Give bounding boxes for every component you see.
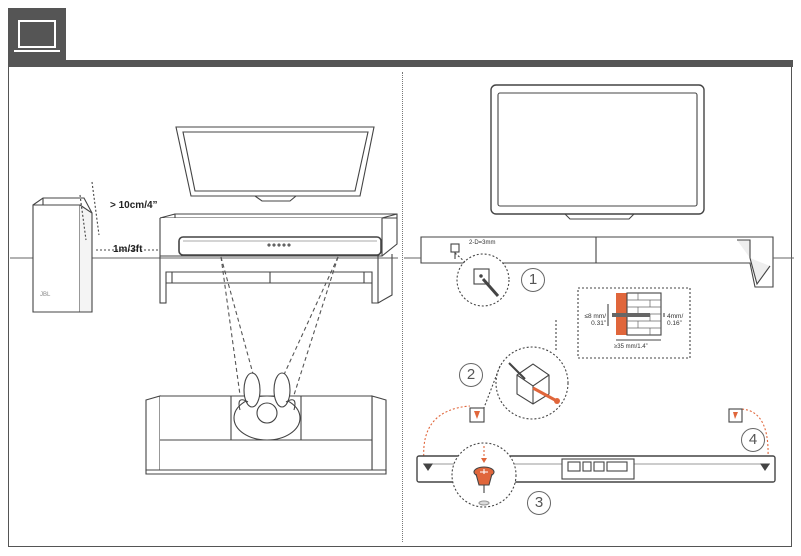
listening-lines [220,256,339,396]
diagram-frame [8,66,792,547]
listener [233,372,301,441]
callout-drill-mark [454,252,510,307]
wall-depth-line1: ≤8 mm/ [584,313,606,320]
wall-mount-brackets [469,407,743,423]
subwoofer-distance-label: 1m/3ft [113,244,143,255]
step-1-badge: 1 [521,268,545,292]
wall-depth-label: ≤8 mm/ 0.31” [580,313,606,327]
callout-drilling [481,320,569,420]
subwoofer [32,197,93,313]
panel-divider [402,72,403,542]
screw-length-label: ≥35 mm/1.4” [614,344,648,350]
screw-diameter-line2: 0.16” [667,320,682,327]
screw-diameter-label: 4mm/ 0.16” [667,313,689,327]
tv-right [490,84,705,220]
wall-section-inset [577,287,691,359]
soundbar-left [178,236,382,256]
subwoofer-height-dim [79,181,100,241]
callout-bracket-screw [451,442,517,508]
header-bar [8,60,793,67]
step-2-badge: 2 [459,363,483,387]
subwoofer-height-label: > 10cm/4” [110,200,158,211]
tv-left [175,126,375,202]
drill-spec-label: 2-D=3mm [469,240,496,246]
step-3-badge: 3 [527,491,551,515]
tv-badge [8,8,66,65]
mounting-template [420,236,774,288]
wall-depth-line2: 0.31” [591,320,606,327]
step-4-badge: 4 [741,428,765,452]
screw-diameter-line1: 4mm/ [667,313,684,320]
orange-guide-lines [423,405,769,461]
tv-monitor-icon [14,20,60,52]
subwoofer-logo: JBL [40,292,51,298]
